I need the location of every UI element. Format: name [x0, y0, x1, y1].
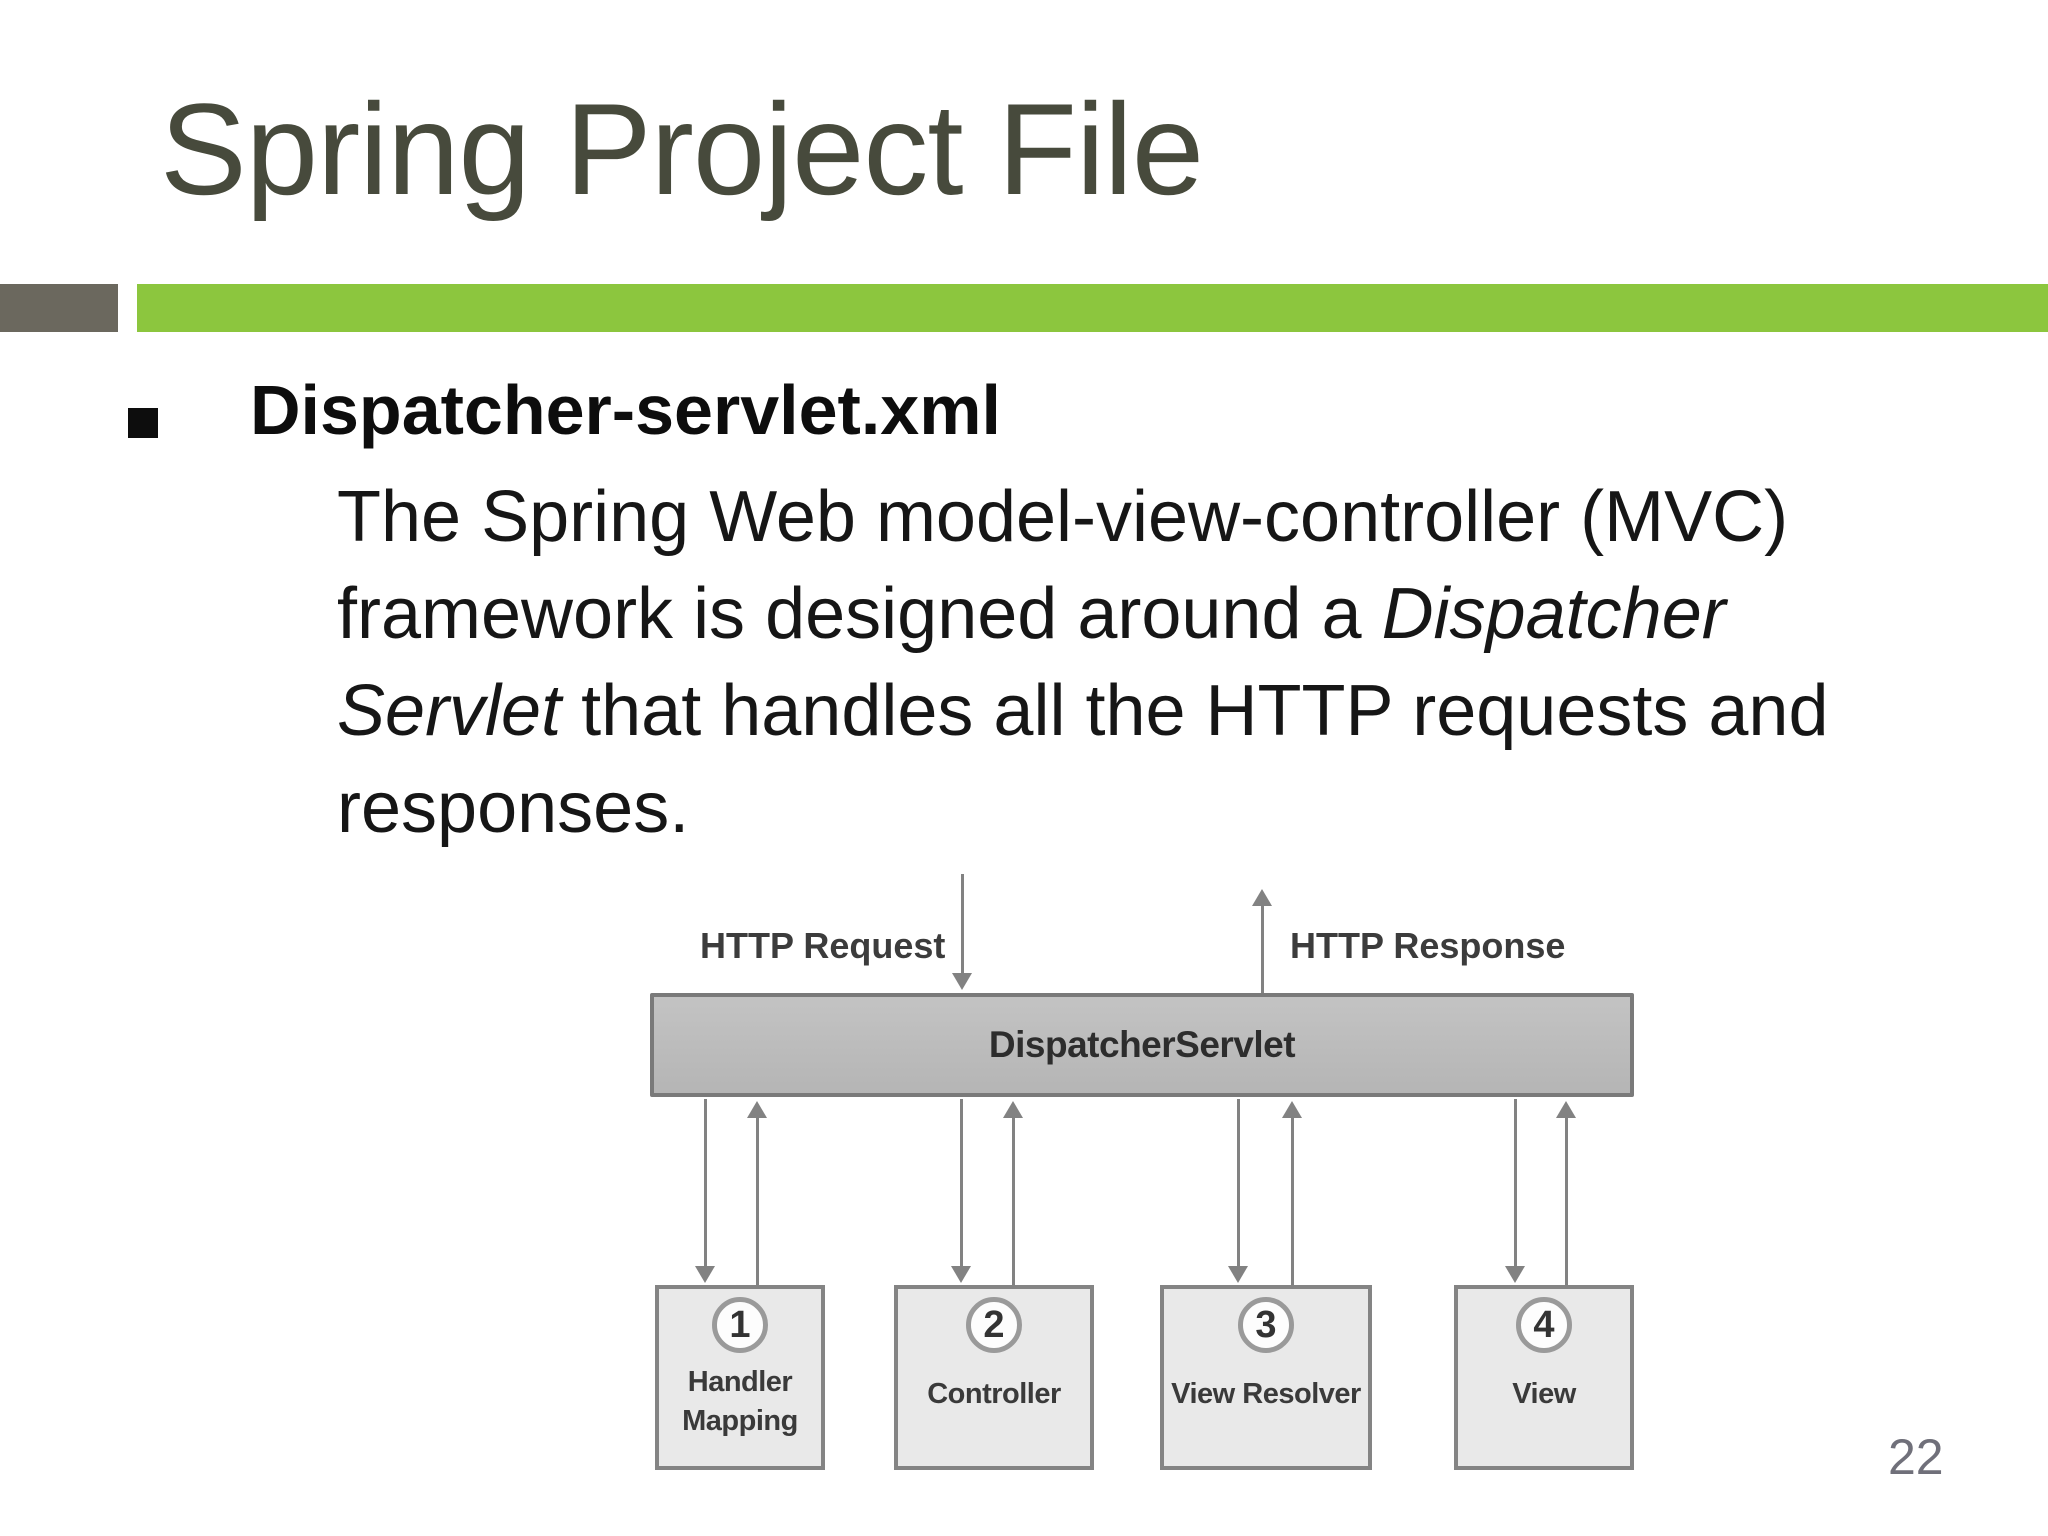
step-circle-1: 1: [712, 1297, 768, 1353]
handler-mapping-box: 1 Handler Mapping: [655, 1285, 825, 1470]
http-response-arrowhead-icon: [1252, 889, 1272, 906]
view-label: View: [1512, 1378, 1576, 1410]
page-number: 22: [1888, 1429, 1944, 1485]
down-arrow-line-3: [1237, 1099, 1240, 1267]
up-arrow-line-3: [1291, 1117, 1294, 1285]
view-box: 4 View: [1454, 1285, 1634, 1470]
bullet-body-text: The Spring Web model-view-controller (MV…: [337, 469, 1829, 857]
up-arrow-line-2: [1012, 1117, 1015, 1285]
up-arrowhead-icon-4: [1556, 1101, 1576, 1118]
bullet-heading: Dispatcher-servlet.xml: [250, 371, 1001, 449]
http-request-arrow-line: [961, 874, 964, 974]
controller-label: Controller: [927, 1378, 1061, 1410]
up-arrow-line-4: [1565, 1117, 1568, 1285]
step-circle-2: 2: [966, 1297, 1022, 1353]
http-request-arrowhead-icon: [952, 973, 972, 990]
down-arrow-line-4: [1514, 1099, 1517, 1267]
accent-gray-block: [0, 284, 118, 332]
step-circle-4: 4: [1516, 1297, 1572, 1353]
step-circle-3: 3: [1238, 1297, 1294, 1353]
body-line-3: Servlet that handles all the HTTP reques…: [337, 671, 1829, 751]
body-line-1: The Spring Web model-view-controller (MV…: [337, 477, 1789, 557]
down-arrow-line-1: [704, 1099, 707, 1267]
body-line-2: framework is designed around a Dispatche…: [337, 574, 1726, 654]
body-line-4: responses.: [337, 768, 690, 848]
view-resolver-box: 3 View Resolver: [1160, 1285, 1372, 1470]
down-arrowhead-icon-3: [1228, 1266, 1248, 1283]
page-title: Spring Project File: [160, 76, 1204, 222]
dispatcher-servlet-label: DispatcherServlet: [988, 1024, 1296, 1065]
down-arrow-line-2: [960, 1099, 963, 1267]
dispatcher-servlet-bar: DispatcherServlet: [650, 993, 1634, 1097]
down-arrowhead-icon-1: [695, 1266, 715, 1283]
up-arrowhead-icon-3: [1282, 1101, 1302, 1118]
http-request-label: HTTP Request: [700, 925, 946, 966]
http-response-arrow-line: [1261, 905, 1264, 997]
up-arrowhead-icon-2: [1003, 1101, 1023, 1118]
accent-green-bar: [137, 284, 2048, 332]
up-arrow-line-1: [756, 1117, 759, 1285]
view-resolver-label: View Resolver: [1171, 1378, 1361, 1410]
http-response-label: HTTP Response: [1290, 925, 1566, 966]
down-arrowhead-icon-4: [1505, 1266, 1525, 1283]
down-arrowhead-icon-2: [951, 1266, 971, 1283]
handler-mapping-label: Handler Mapping: [682, 1366, 798, 1438]
up-arrowhead-icon-1: [747, 1101, 767, 1118]
controller-box: 2 Controller: [894, 1285, 1094, 1470]
bullet-square-icon: [128, 408, 158, 438]
